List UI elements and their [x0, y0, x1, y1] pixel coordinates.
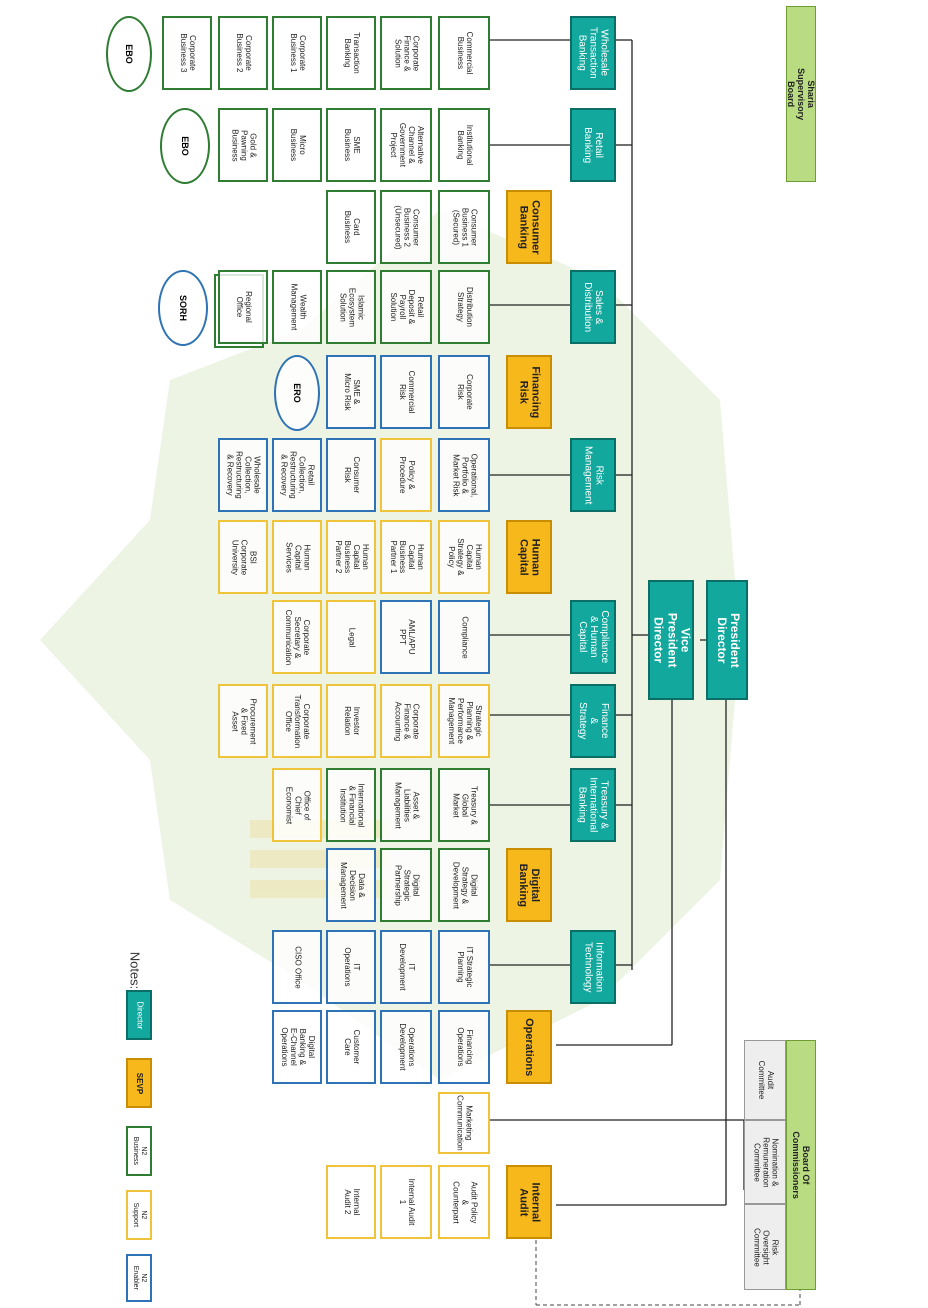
unit-office-chief-economist: Office of Chief Economist — [272, 768, 322, 842]
unit-corporate-business-1: Corporate Business 1 — [272, 16, 322, 90]
unit-strategic-planning: Strategic Planning & Performance Managem… — [438, 684, 490, 758]
director-wholesale-transaction-banking: Wholesale Transaction Banking — [570, 16, 616, 90]
unit-gold-pawning-business: Gold & Pawning Business — [218, 108, 268, 182]
unit-it-strategic-planning: IT Strategic Planning — [438, 930, 490, 1004]
unit-commercial-risk: Commercial Risk — [380, 355, 432, 429]
unit-corporate-finance-solution: Corporate Finance & Solution — [380, 16, 432, 90]
unit-sme-business: SME Business — [326, 108, 376, 182]
unit-customer-care: Customer Care — [326, 1010, 376, 1084]
unit-bsi-corporate-university: BSI Corporate University — [218, 520, 268, 594]
director-sales-distribution: Sales & Distribution — [570, 270, 616, 344]
unit-audit-policy-counterpart: Audit Policy & Counterpart — [438, 1165, 490, 1239]
vice-president-director: Vice President Director — [648, 580, 694, 700]
unit-hc-strategy-policy: Human Capital Strategy & Policy — [438, 520, 490, 594]
unit-internal-audit-1: Internal Audit 1 — [380, 1165, 432, 1239]
oval-ebo-2: EBO — [160, 108, 210, 184]
unit-sme-micro-risk: SME & Micro Risk — [326, 355, 376, 429]
unit-corporate-secretary-communication: Corporate Secretary & Communication — [272, 600, 322, 674]
unit-data-decision-management: Data & Decision Management — [326, 848, 376, 922]
director-retail-banking: Retail Banking — [570, 108, 616, 182]
unit-wealth-management: Wealth Management — [272, 270, 322, 344]
unit-islamic-ecosystem-solution: Islamic Ecosystem Solution — [326, 270, 376, 344]
unit-corporate-business-3: Corporate Business 3 — [162, 16, 212, 90]
unit-digital-strategy-development: Digital Strategy & Development — [438, 848, 490, 922]
unit-hc-business-partner-2: Human Capital Business Partner 2 — [326, 520, 376, 594]
unit-retail-deposit-payroll: Retail Deposit & Payroll Solution — [380, 270, 432, 344]
audit-committee: Audit Committee — [744, 1040, 786, 1120]
unit-institutional-banking: Institutional Banking — [438, 108, 490, 182]
unit-aml-apu-ppt: AML/APU PPT — [380, 600, 432, 674]
unit-it-operations: IT Operations — [326, 930, 376, 1004]
unit-digital-strategic-partnership: Digital Strategic Partnership — [380, 848, 432, 922]
oval-ebo-1: EBO — [106, 16, 152, 92]
unit-ciso-office: CISO Office — [272, 930, 322, 1004]
unit-internal-audit-2: Internal Audit 2 — [326, 1165, 376, 1239]
sevp-digital-banking: Digital Banking — [506, 848, 552, 922]
unit-compliance: Compliance — [438, 600, 490, 674]
unit-digital-banking-echannel-operations: Digital Banking & E-Channel Operations — [272, 1010, 322, 1084]
oval-sorh: SORH — [158, 270, 208, 346]
unit-treasury-global-market: Treasury & Global Market — [438, 768, 490, 842]
unit-procurement-fixed-asset: Procurement & Fixed Asset — [218, 684, 268, 758]
unit-transaction-banking: Transaction Banking — [326, 16, 376, 90]
sevp-operations: Operations — [506, 1010, 552, 1084]
unit-card-business: Card Business — [326, 190, 376, 264]
unit-hc-business-partner-1: Human Capital Business Partner 1 — [380, 520, 432, 594]
unit-asset-liabilities-management: Asset & Liabilities Management — [380, 768, 432, 842]
legend-n2-business: N2 Business — [126, 1126, 152, 1176]
sevp-financing-risk: Financing Risk — [506, 355, 552, 429]
unit-wholesale-collection: Wholesale Collection, Restructuring & Re… — [218, 438, 268, 512]
sevp-internal-audit: Internal Audit — [506, 1165, 552, 1239]
unit-retail-collection: Retail Collection, Restructuring & Recov… — [272, 438, 322, 512]
unit-consumer-business-2: Consumer Business 2 (Unsecured) — [380, 190, 432, 264]
legend-n2-support: N2 Support — [126, 1190, 152, 1240]
unit-it-development: IT Development — [380, 930, 432, 1004]
unit-international-financial-institution: International & Financial Institution — [326, 768, 376, 842]
unit-corporate-finance-accounting: Corporate Finance & Accounting — [380, 684, 432, 758]
president-director: President Director — [706, 580, 748, 700]
director-information-technology: Information Technology — [570, 930, 616, 1004]
board-of-commissioners: Board Of Commissioners — [786, 1040, 816, 1290]
nomination-remuneration-committee: Nomination & Remuneration Committee — [744, 1120, 786, 1204]
unit-distribution-strategy: Distribution Strategy — [438, 270, 490, 344]
director-risk-management: Risk Management — [570, 438, 616, 512]
unit-commercial-business: Commercial Business — [438, 16, 490, 90]
oval-ero: ERO — [274, 355, 320, 431]
unit-legal: Legal — [326, 600, 376, 674]
unit-corporate-risk: Corporate Risk — [438, 355, 490, 429]
unit-operations-development: Operations Development — [380, 1010, 432, 1084]
unit-regional-office: Regional Office — [218, 270, 268, 344]
director-compliance-human-capital: Compliance & Human Capital — [570, 600, 616, 674]
unit-investor-relation: Investor Relation — [326, 684, 376, 758]
unit-policy-procedure: Policy & Procedure — [380, 438, 432, 512]
unit-operational-portfolio-market-risk: Operational, Portfolio & Market Risk — [438, 438, 490, 512]
sevp-human-capital: Human Capital — [506, 520, 552, 594]
unit-hc-services: Human Capital Services — [272, 520, 322, 594]
unit-financing-operations: Financing Operations — [438, 1010, 490, 1084]
director-finance-strategy: Finance & Strategy — [570, 684, 616, 758]
unit-consumer-business-1: Consumer Business 1 (Secured) — [438, 190, 490, 264]
director-treasury-international-banking: Treasury & International Banking — [570, 768, 616, 842]
legend-sevp: SEVP — [126, 1058, 152, 1108]
unit-consumer-risk: Consumer Risk — [326, 438, 376, 512]
unit-corporate-transformation-office: Corporate Transformation Office — [272, 684, 322, 758]
unit-alternative-channel: Alternative Channel & Government Project — [380, 108, 432, 182]
sevp-consumer-banking: Consumer Banking — [506, 190, 552, 264]
sharia-supervisory-board: Sharia Supervisory Board — [786, 6, 816, 182]
unit-micro-business: Micro Business — [272, 108, 322, 182]
risk-oversight-committee: Risk Oversight Committee — [744, 1204, 786, 1290]
unit-marketing-communication: Marketing Communication — [438, 1092, 490, 1154]
unit-corporate-business-2: Corporate Business 2 — [218, 16, 268, 90]
legend-n2-enabler: N2 Enabler — [126, 1254, 152, 1302]
legend-director: Director — [126, 990, 152, 1040]
